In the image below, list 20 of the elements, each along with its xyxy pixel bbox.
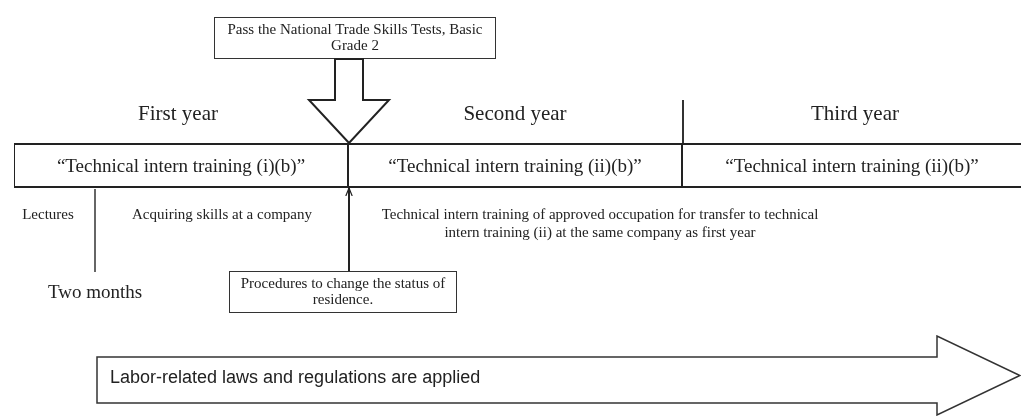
year-heading: First year	[137, 101, 219, 127]
process-box	[229, 271, 457, 313]
period-label: Acquiring skills at a company	[131, 205, 313, 223]
year-heading: Third year	[809, 101, 900, 127]
node-text: “Technical intern training (ii)(b)”	[725, 154, 979, 177]
period-label: Lectures	[21, 205, 75, 223]
process-box	[214, 17, 496, 59]
node-text: Pass the National Trade Skills Tests, Basic Grade 2	[226, 22, 484, 54]
year-heading: Second year	[462, 101, 568, 127]
block-arrow	[306, 58, 392, 145]
node-text: Labor-related laws and regulations are applied	[110, 367, 481, 388]
timeline-cell	[683, 143, 1021, 188]
duration-label: Two months	[46, 281, 144, 304]
arrow	[345, 187, 353, 272]
node-text: “Technical intern training (i)(b)”	[56, 154, 306, 177]
timeline-cell	[349, 143, 683, 188]
timeline-cell	[14, 143, 349, 188]
description-text: Technical intern training of approved occupation for transfer to technical intern training (ii) at the same company as first year	[380, 205, 820, 241]
node-text: Procedures to change the status of residence.	[239, 276, 447, 308]
node-text: “Technical intern training (ii)(b)”	[388, 154, 642, 177]
